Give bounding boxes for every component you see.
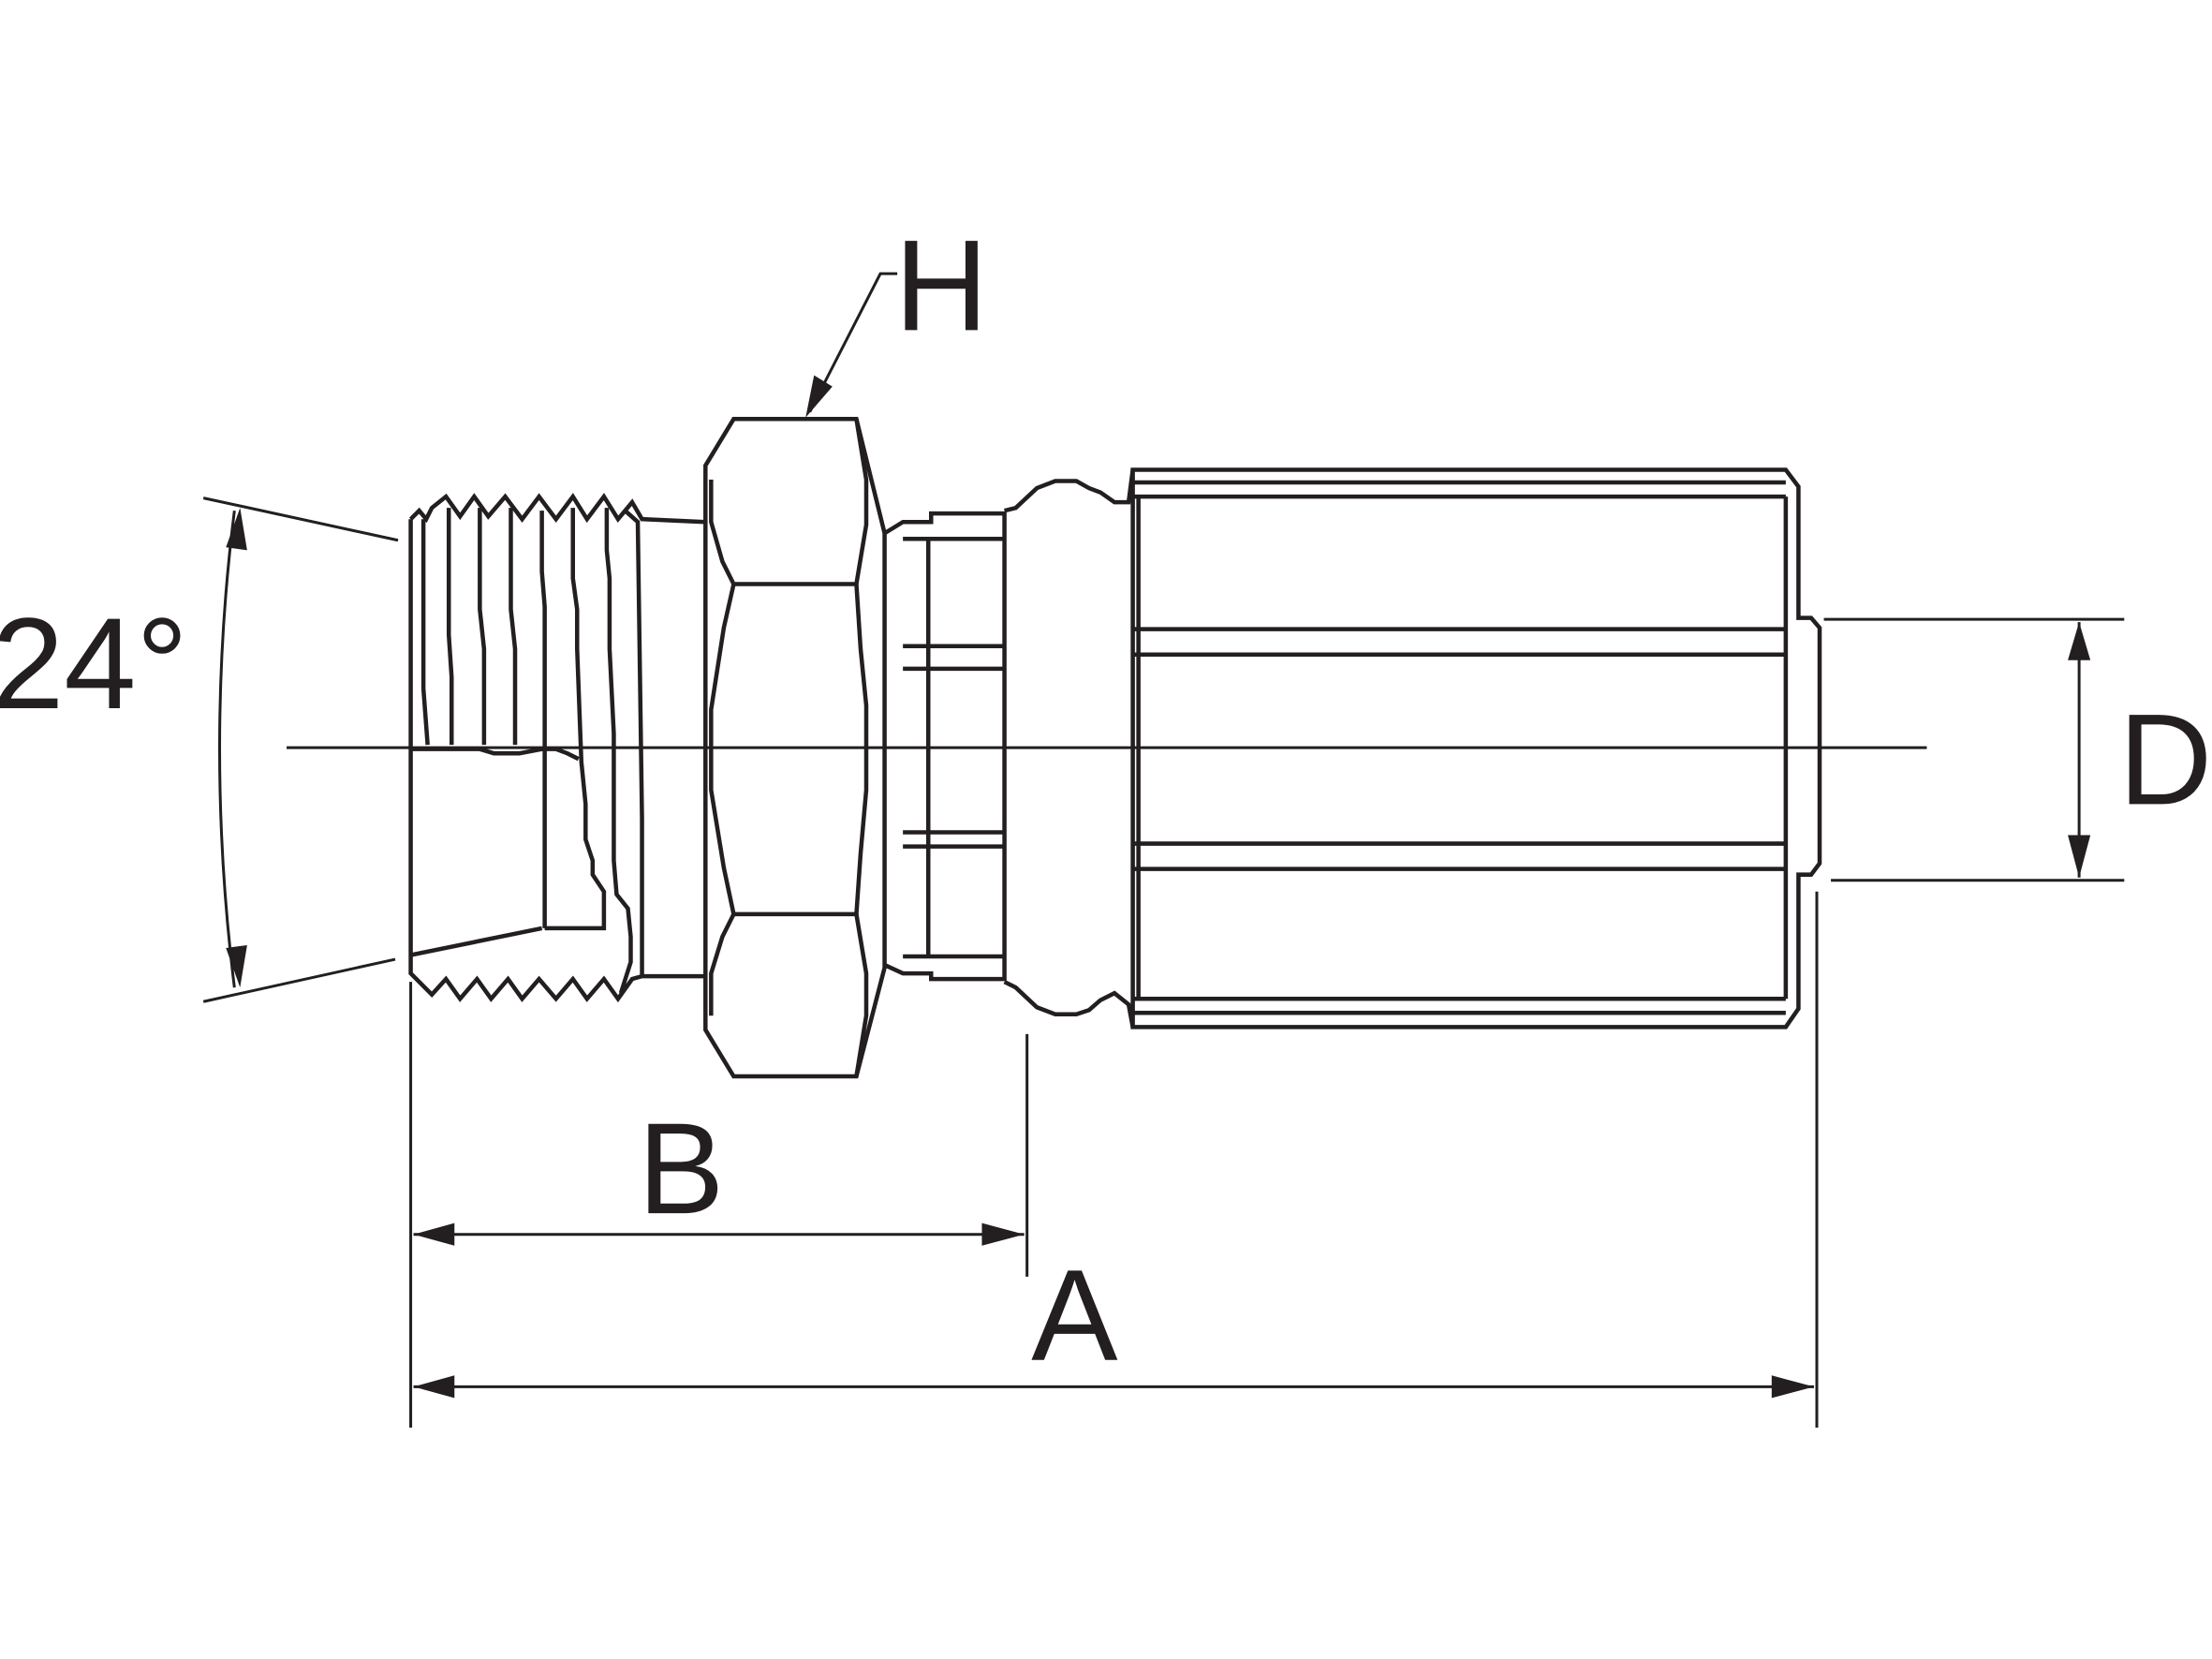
label-d: D [2118, 688, 2212, 832]
hex-dimension: H [805, 214, 988, 418]
hex-nut [703, 417, 887, 1079]
label-b: B [638, 1097, 724, 1241]
angle-dimension: 24° [0, 496, 399, 1003]
hose-socket [1130, 467, 1822, 1029]
length-a-dimension: A [413, 891, 1819, 1429]
label-angle: 24° [0, 592, 188, 736]
diameter-dimension: D [1823, 617, 2212, 882]
label-a: A [1031, 1244, 1118, 1388]
swivel-section [883, 469, 1135, 1028]
label-h: H [894, 214, 988, 358]
length-b-dimension: B [409, 982, 1029, 1429]
threaded-male-end [408, 493, 706, 1003]
